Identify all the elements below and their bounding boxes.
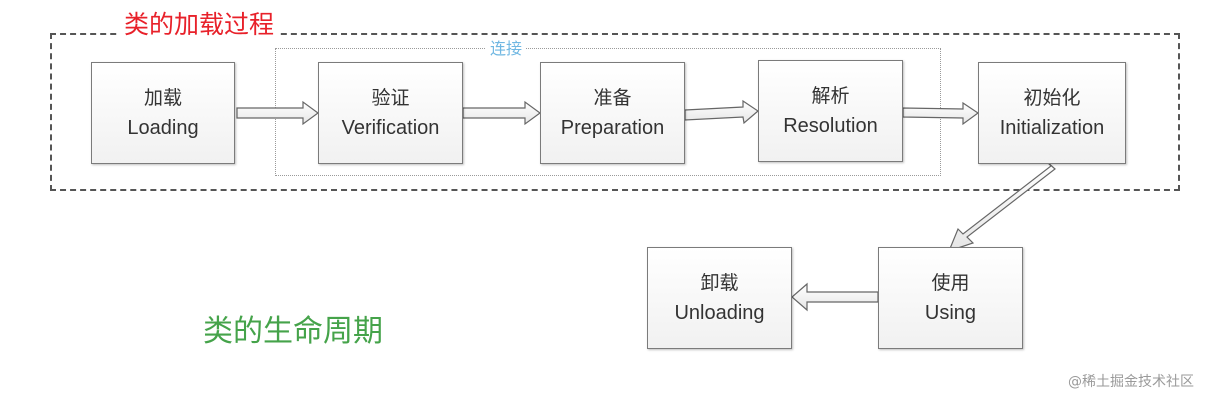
step-loading: 加载 Loading (91, 62, 235, 164)
step-resolution-en: Resolution (783, 115, 878, 137)
loading-process-title: 类的加载过程 (120, 8, 279, 42)
step-verification: 验证 Verification (318, 62, 463, 164)
step-initialization-zh: 初始化 (1023, 87, 1081, 109)
arrow-verification-to-preparation (462, 100, 542, 126)
loading-process-boundary (50, 33, 1180, 191)
lifecycle-title: 类的生命周期 (203, 314, 383, 349)
step-using: 使用 Using (878, 247, 1023, 349)
step-preparation-zh: 准备 (593, 87, 632, 109)
arrow-using-to-unloading (791, 282, 879, 312)
arrow-loading-to-verification (236, 100, 320, 126)
step-initialization-en: Initialization (999, 117, 1105, 139)
step-verification-zh: 验证 (371, 87, 410, 109)
step-using-zh: 使用 (931, 272, 970, 294)
step-preparation-en: Preparation (560, 117, 665, 139)
step-loading-en: Loading (127, 117, 199, 139)
step-preparation: 准备 Preparation (540, 62, 685, 164)
step-using-en: Using (924, 302, 977, 324)
step-loading-zh: 加载 (143, 87, 182, 109)
linking-label: 连接 (486, 38, 527, 60)
step-unloading-zh: 卸载 (700, 272, 739, 294)
step-initialization: 初始化 Initialization (978, 62, 1126, 164)
step-resolution: 解析 Resolution (758, 60, 903, 162)
arrow-initialization-to-using (947, 159, 1056, 252)
watermark: @稀土掘金技术社区 (1068, 374, 1194, 390)
arrow-preparation-to-resolution (684, 99, 759, 125)
step-unloading: 卸载 Unloading (647, 247, 792, 349)
step-resolution-zh: 解析 (811, 85, 850, 107)
step-verification-en: Verification (341, 117, 440, 139)
arrow-resolution-to-initialization (902, 101, 980, 126)
step-unloading-en: Unloading (674, 302, 765, 324)
